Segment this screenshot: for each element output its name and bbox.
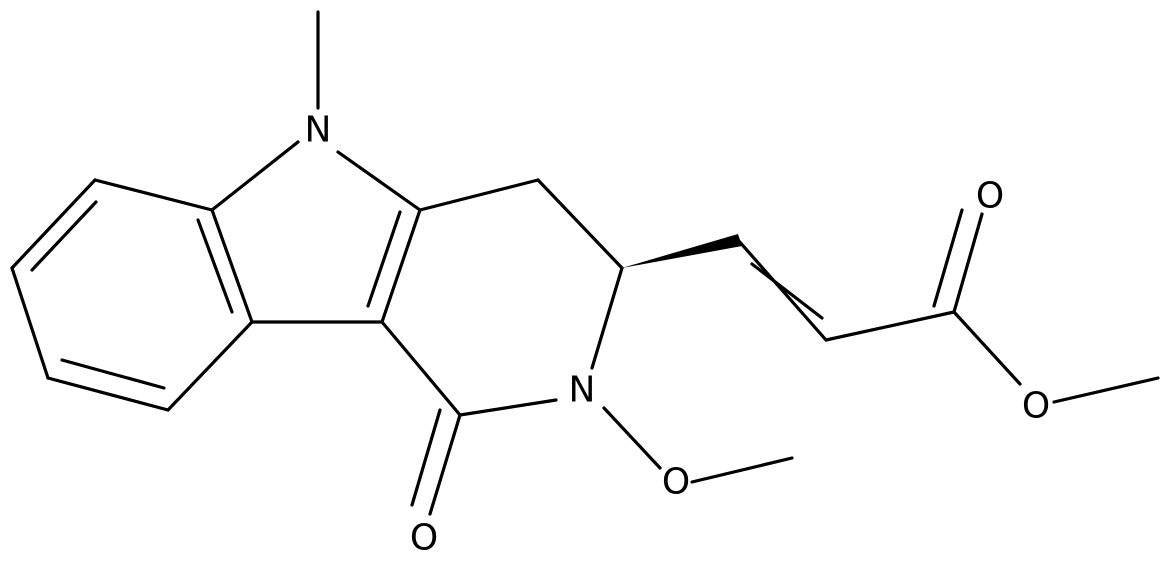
bond-vinyl-inner <box>750 262 824 320</box>
bond-n-o <box>602 406 662 470</box>
bond-ester-co-1 <box>952 212 984 314</box>
bond-ester-ome <box>1052 376 1160 404</box>
atom-o-ester: O <box>1022 386 1050 427</box>
bond-vinyl <box>736 238 828 342</box>
atom-n-indole: N <box>305 110 332 151</box>
bond-vinyl-ester <box>824 310 956 342</box>
bond-c7-c6 <box>10 178 97 270</box>
bond-n-c7a <box>210 140 300 212</box>
atom-n-amide: N <box>569 370 596 411</box>
bond-c3a-c7a <box>210 208 254 324</box>
bond-ch2-chiral <box>536 178 624 270</box>
bond-c6-c5 <box>10 266 50 380</box>
atom-o-methoxy: O <box>662 462 690 503</box>
bond-c5-c4 <box>46 376 170 412</box>
atom-labels: N N O O O O <box>305 110 1051 559</box>
bond-lactam-co-2 <box>410 408 442 507</box>
atom-o-carbonyl-ester: O <box>976 176 1004 217</box>
bond-lactam-co-1 <box>428 413 462 516</box>
bond-c7-c6-inner <box>30 200 98 272</box>
bonds <box>10 10 1160 516</box>
bond-c3-c2 <box>380 208 422 324</box>
bond-ester-o <box>952 310 1022 386</box>
bond-o-me <box>690 456 794 484</box>
bond-n-c2 <box>336 150 422 212</box>
bond-c2-ch2 <box>418 178 540 212</box>
bond-chiral-n <box>590 266 624 370</box>
bond-carbonyl-c3 <box>380 320 462 417</box>
bond-c3a-c7a-inner <box>196 218 234 314</box>
bond-c7a-c7 <box>93 178 214 212</box>
bond-n-carbonyl <box>458 398 558 417</box>
bond-c5-c4-inner <box>60 358 166 390</box>
bond-c3-c2-inner <box>366 210 402 308</box>
bond-c4-c3a <box>166 320 254 412</box>
atom-o-lactam: O <box>410 518 438 559</box>
stereo-wedge-bond <box>622 234 742 268</box>
bond-ester-co-2 <box>932 208 964 308</box>
